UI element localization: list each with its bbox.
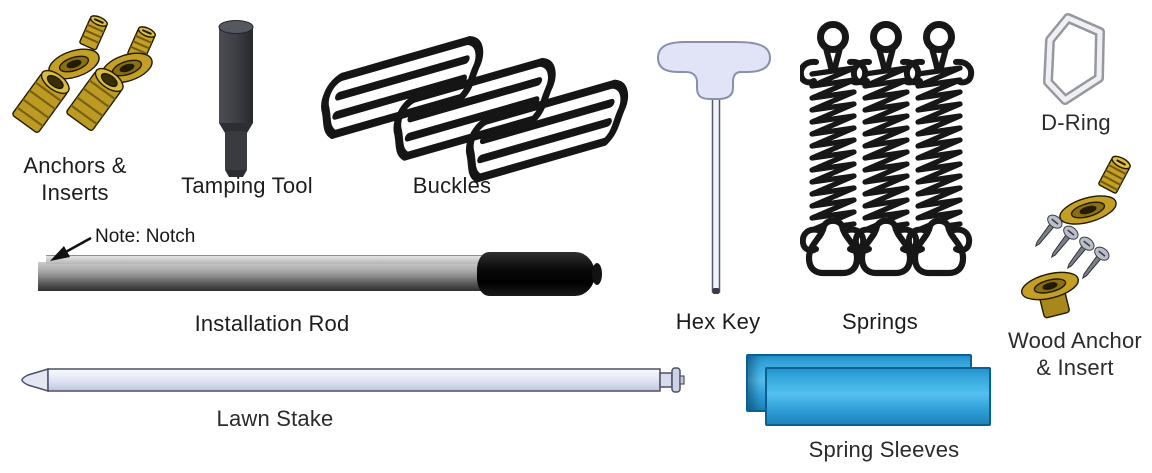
hex-key-illustration bbox=[656, 41, 772, 294]
spring-sleeves-label: Spring Sleeves bbox=[808, 437, 960, 462]
springs-illustration bbox=[800, 12, 980, 292]
springs-label: Springs bbox=[842, 309, 918, 334]
tamping-tool-illustration bbox=[218, 20, 254, 177]
hex-key-label: Hex Key bbox=[675, 309, 761, 334]
rod-body bbox=[38, 262, 485, 291]
rod-grip-end bbox=[592, 263, 602, 285]
lawn-stake-label: Lawn Stake bbox=[216, 406, 334, 431]
rod-grip bbox=[477, 252, 595, 296]
wood-anchor-illustration bbox=[1021, 155, 1131, 319]
d-ring-label: D-Ring bbox=[1041, 110, 1111, 135]
screws bbox=[1034, 214, 1110, 280]
tamping-tool-label: Tamping Tool bbox=[181, 173, 313, 198]
rod-note: Note: Notch bbox=[95, 226, 196, 247]
rod-notch bbox=[46, 255, 482, 264]
anchors-inserts-illustration bbox=[12, 15, 156, 133]
buckles-illustration bbox=[321, 36, 629, 183]
wood-anchor-label: Wood Anchor & Insert bbox=[1008, 328, 1142, 380]
lawn-stake-illustration bbox=[21, 367, 685, 393]
buckles-label: Buckles bbox=[412, 173, 492, 198]
note-arrow-icon bbox=[50, 236, 92, 261]
spring-sleeve-front bbox=[765, 367, 991, 426]
installation-rod-label: Installation Rod bbox=[194, 311, 350, 336]
anchors-inserts-label: Anchors & Inserts bbox=[23, 153, 127, 205]
d-ring-illustration bbox=[1043, 13, 1105, 105]
